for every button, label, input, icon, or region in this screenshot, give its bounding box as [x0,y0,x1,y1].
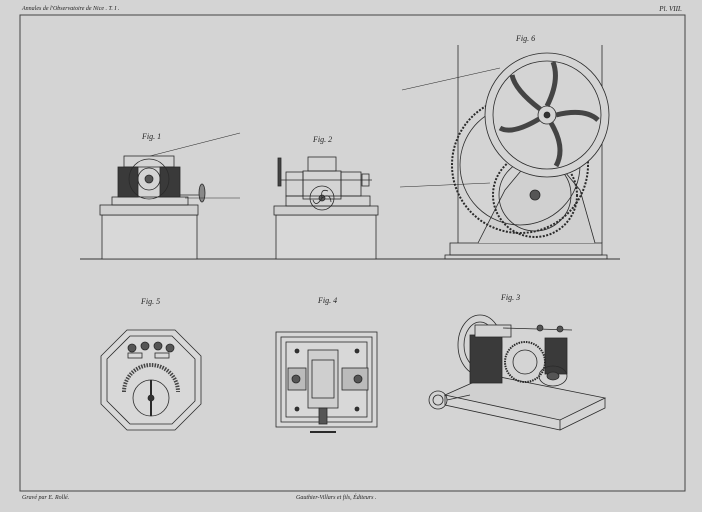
plate-border [19,14,686,492]
header-left: Annales de l'Observatoire de Nice . T. I… [22,6,120,12]
fig5-terminal-1 [127,343,137,353]
engraver-credit: Gravé par E. Rollé. [22,495,70,501]
fig4-caption: Fig. 4 [318,296,338,305]
fig3-handwheel [428,390,448,410]
fig1-coil-left [117,166,139,198]
fig5-drawing [100,329,202,431]
fig4-drawing [275,331,378,433]
fig2-caption: Fig. 2 [313,135,333,144]
fig1-handwheel [198,183,206,203]
fig5-terminal-3 [153,341,163,351]
fig2-pedestal [275,214,377,260]
fig2-pulley [309,185,335,211]
fig1-drawing [99,132,241,260]
fig1-caption: Fig. 1 [142,132,162,141]
fig5-terminal-2 [140,341,150,351]
fig3-drawing [428,314,607,431]
fig6-drawing [399,45,610,260]
fig1-coil-right [159,166,181,198]
plate-number: Pl. VIII. [659,5,682,13]
fig3-caption: Fig. 3 [501,293,521,302]
publisher-credit: Gauthier-Villars et fils, Éditeurs . [296,495,377,501]
fig6-base [449,242,603,256]
fig5-terminal-4 [165,343,175,353]
fig2-drawing [273,156,379,260]
fig6-caption: Fig. 6 [516,34,536,43]
fig6-spokes [498,61,600,168]
fig4-core [307,349,339,409]
fig1-pedestal [101,214,198,260]
fig3-coil-right [544,337,568,375]
fig3-gear [504,341,546,383]
fig5-caption: Fig. 5 [141,297,161,306]
fig3-coil-left [469,334,503,384]
fig5-dial [122,363,180,393]
fig1-armature [128,158,170,200]
